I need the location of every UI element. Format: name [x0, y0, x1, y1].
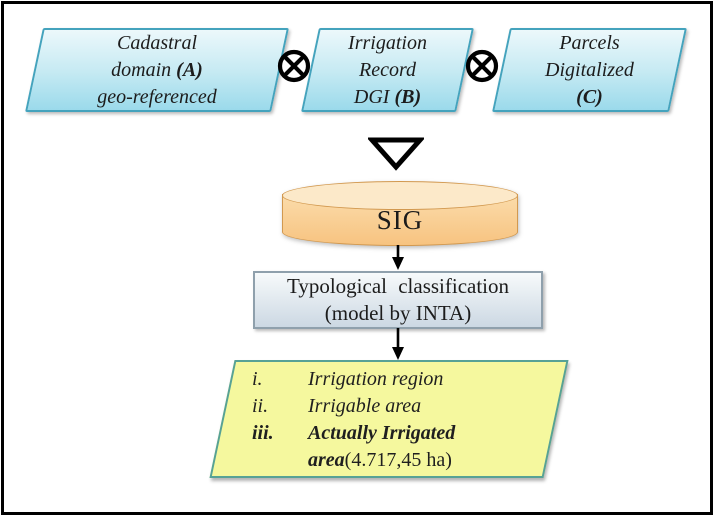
list-marker: iii.: [252, 422, 274, 444]
circled-times-icon: [464, 48, 500, 84]
box-text-line: Irrigation: [348, 31, 427, 54]
process-box-typological-classification: Typological classification (model by INT…: [253, 271, 543, 329]
box-text-line: DGI (B): [353, 85, 422, 108]
list-marker: ii.: [252, 395, 269, 417]
input-parallelogram-parcels-digitalized: Parcels Digitalized (C): [492, 28, 687, 112]
list-marker: i.: [252, 368, 263, 390]
list-marker: [236, 447, 308, 474]
arrow-down-icon: [389, 328, 407, 362]
circled-times-icon: [276, 48, 312, 84]
box-text-line: domain (A): [111, 58, 203, 81]
box-text: Irrigation Record DGI (B): [310, 28, 465, 112]
results-list: i. Irrigation region ii. Irrigable area …: [236, 366, 542, 474]
box-text: Typological classification (model by INT…: [253, 271, 543, 329]
cylinder-top-ellipse: [282, 181, 518, 210]
list-item: ii. Irrigable area: [236, 393, 542, 420]
list-item: i. Irrigation region: [236, 366, 542, 393]
sig-label: SIG: [376, 205, 424, 235]
list-text: Irrigation region: [308, 368, 444, 390]
list-item: area (4.717,45 ha): [236, 447, 542, 474]
sig-database-cylinder: SIG: [282, 181, 518, 246]
box-text-line: Digitalized: [545, 58, 634, 81]
down-triangle-icon: [366, 136, 426, 172]
list-item: iii. Actually Irrigated: [236, 420, 542, 447]
box-text-line: (model by INTA): [324, 301, 472, 325]
box-text-line: (C): [576, 85, 603, 108]
list-text: area: [308, 449, 345, 471]
box-text-line: Cadastral: [116, 31, 198, 54]
list-text: Actually Irrigated: [308, 422, 456, 444]
list-text-suffix: (4.717,45 ha): [344, 449, 452, 471]
input-parallelogram-irrigation-record: Irrigation Record DGI (B): [301, 28, 474, 112]
output-parallelogram-results: i. Irrigation region ii. Irrigable area …: [209, 360, 569, 478]
box-text: Parcels Digitalized (C): [501, 28, 678, 112]
input-parallelogram-cadastral-domain: Cadastral domain (A) geo-referenced: [25, 28, 289, 112]
box-text: Cadastral domain (A) geo-referenced: [34, 28, 280, 112]
box-text-line: Typological classification: [286, 274, 510, 298]
list-text: Irrigable area: [308, 395, 422, 417]
box-text-line: Parcels: [559, 31, 620, 54]
arrow-down-icon: [389, 245, 407, 271]
box-text-line: Record: [358, 58, 416, 81]
box-text-line: geo-referenced: [97, 85, 217, 108]
